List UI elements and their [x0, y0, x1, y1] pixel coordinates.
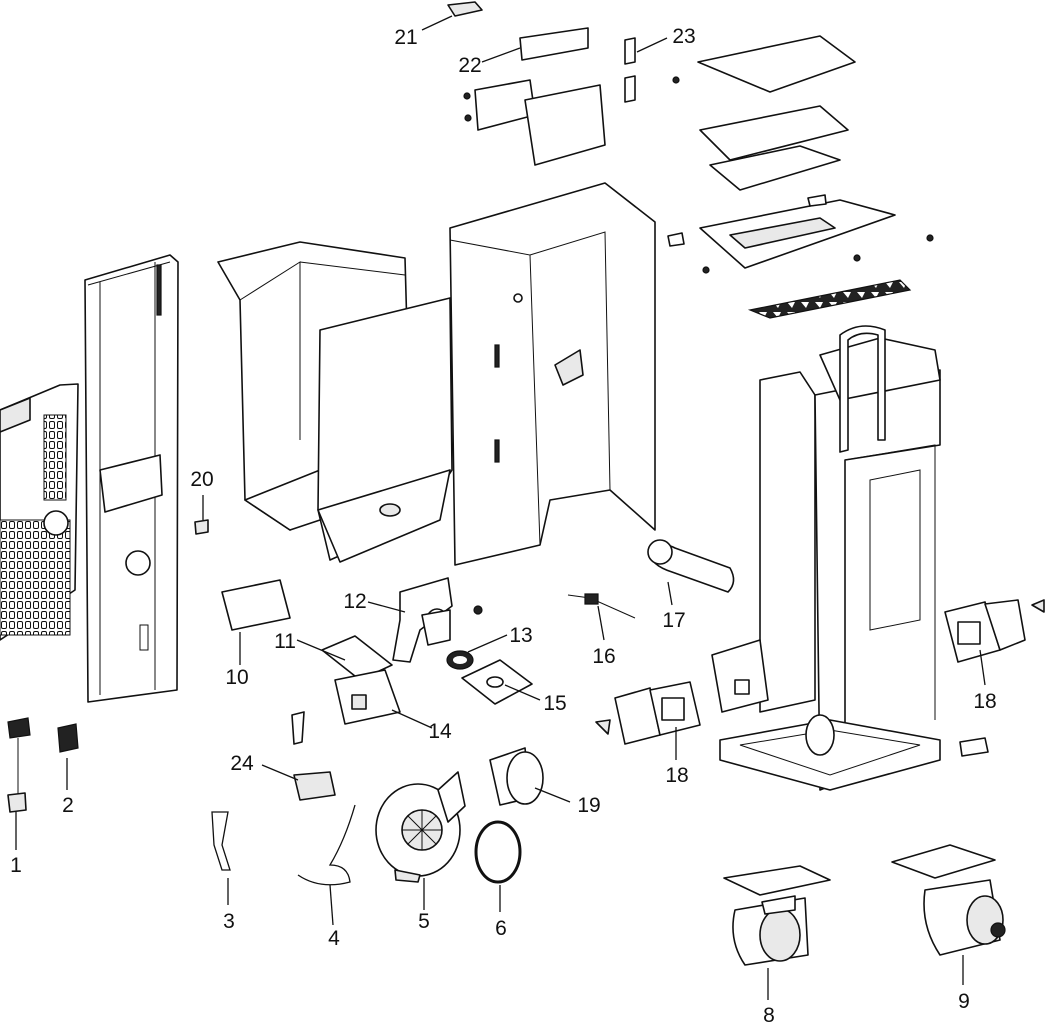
- wire-4: [297, 804, 356, 886]
- gasket-6: [474, 820, 522, 884]
- center-inner-panel: [317, 297, 453, 563]
- adapter-19: [489, 747, 544, 806]
- callout-18-right: 18: [973, 690, 996, 713]
- callout-12: 12: [343, 590, 366, 613]
- callout-18-left: 18: [665, 764, 688, 787]
- power-cord-1: [7, 717, 31, 813]
- callout-2: 2: [62, 794, 74, 817]
- callout-24: 24: [230, 752, 254, 775]
- leader-lines: [15, 15, 986, 1000]
- callout-1: 1: [10, 854, 22, 877]
- callout-20: 20: [190, 468, 213, 491]
- access-doors-18: [595, 599, 1026, 745]
- callout-3: 3: [223, 910, 235, 933]
- sensor-16: [567, 593, 636, 619]
- convection-blower-9: [891, 844, 1006, 956]
- callout-4: 4: [328, 927, 340, 950]
- top-knob-21: [447, 1, 483, 17]
- callout-6: 6: [495, 917, 507, 940]
- callout-17: 17: [662, 609, 685, 632]
- clip-20: [194, 519, 209, 535]
- callout-21: 21: [394, 26, 417, 49]
- bracket-23: [624, 37, 636, 65]
- combustion-blower-5: [375, 771, 466, 883]
- left-side-panel: [84, 254, 179, 703]
- callout-8: 8: [763, 1004, 775, 1024]
- feed-assembly: [291, 577, 533, 745]
- callout-14: 14: [428, 720, 452, 743]
- control-panel-22: [519, 27, 589, 61]
- callout-15: 15: [543, 692, 566, 715]
- wire-3: [211, 811, 231, 871]
- sensor-24: [293, 771, 336, 801]
- front-grille-panel: [0, 383, 79, 641]
- convection-blower-8: [723, 865, 831, 966]
- exhaust-tube-17: [647, 539, 735, 593]
- callout-labels: 1 2 3 4 5 6 8 9 10 11 12 13 14 15 16 17 …: [10, 25, 997, 1024]
- control-board-10: [221, 579, 291, 631]
- callout-10: 10: [225, 666, 248, 689]
- callout-13: 13: [509, 624, 532, 647]
- callout-11: 11: [274, 630, 296, 653]
- callout-19: 19: [577, 794, 600, 817]
- callout-23: 23: [672, 25, 695, 48]
- callout-22: 22: [458, 54, 481, 77]
- rear-panel: [449, 182, 656, 566]
- main-body-frame: [711, 325, 941, 791]
- callout-16: 16: [592, 645, 615, 668]
- small-hardware: [463, 76, 1045, 757]
- switch-2: [57, 723, 79, 753]
- top-components: [447, 1, 912, 319]
- callout-9: 9: [958, 990, 970, 1013]
- callout-5: 5: [418, 910, 430, 933]
